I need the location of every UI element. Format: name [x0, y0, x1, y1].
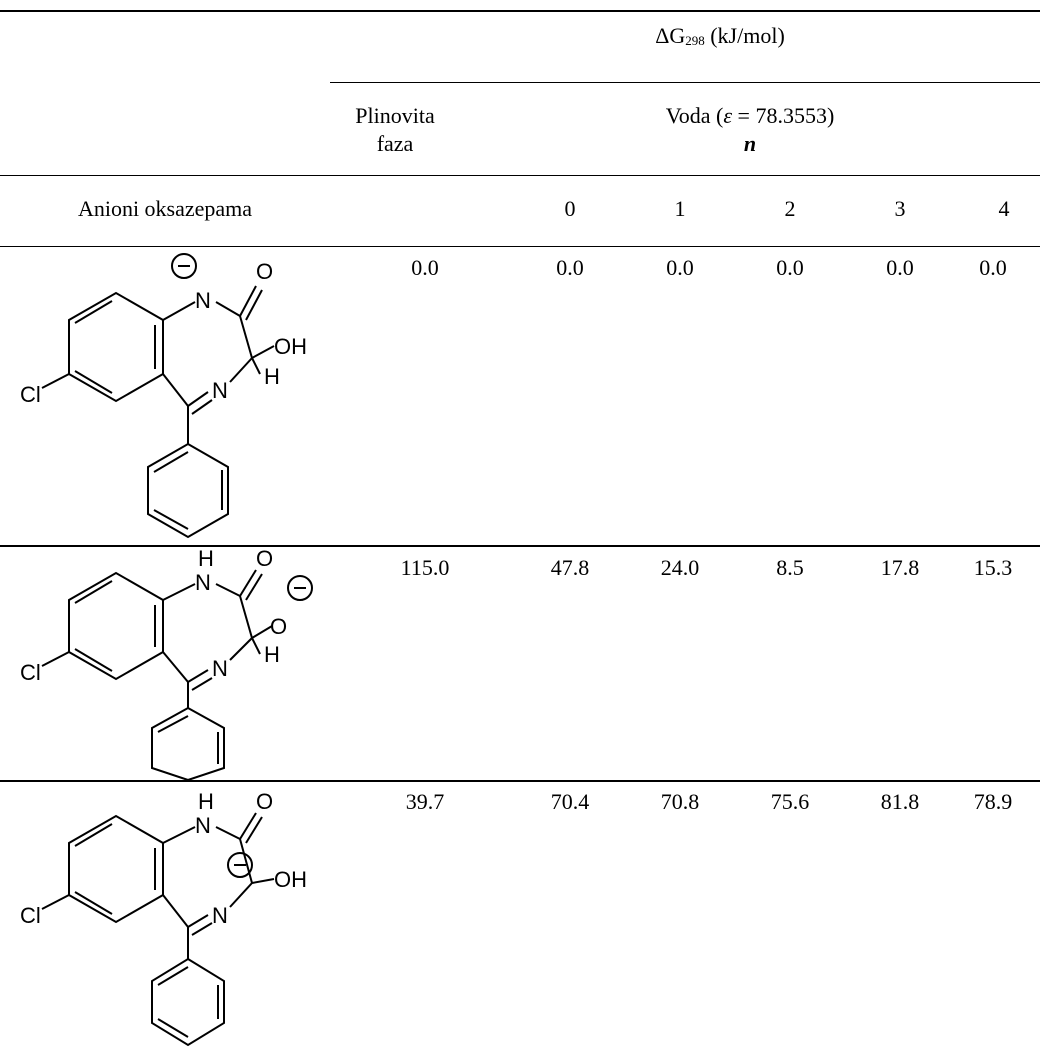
atom-label: N	[195, 288, 211, 313]
gas-phase-header: Plinovita faza	[355, 103, 435, 156]
atom-label: N	[212, 378, 228, 403]
rule-row-2	[0, 780, 1040, 782]
row1-gas: 0.0	[411, 255, 439, 280]
rule-under-n	[0, 246, 1040, 247]
atom-label: N	[212, 903, 228, 928]
atom-label: OH	[274, 867, 307, 892]
row1-n2: 0.0	[776, 255, 804, 280]
n-value-2: 2	[784, 196, 796, 221]
atom-label: N	[195, 813, 211, 838]
atom-label: O	[256, 259, 273, 284]
row3-n1: 70.8	[660, 789, 700, 814]
row3-n0: 70.4	[550, 789, 590, 814]
atom-label: Cl	[20, 903, 41, 928]
column-title: Anioni oksazepama	[77, 196, 253, 221]
row1-n4: 0.0	[979, 255, 1007, 280]
atom-label: H	[198, 789, 214, 814]
row3-n3: 81.8	[880, 789, 920, 814]
water-header: Voda (ε = 78.3553) n	[665, 103, 835, 156]
row2-n2: 8.5	[776, 555, 804, 580]
atom-label: OH	[274, 334, 307, 359]
atom-label: Cl	[20, 382, 41, 407]
rule-row-1	[0, 545, 1040, 547]
row3-gas: 39.7	[405, 789, 445, 814]
atom-label: H	[198, 548, 214, 571]
atom-label: N	[212, 656, 228, 681]
n-value-4: 4	[998, 196, 1010, 221]
atom-label: O	[256, 789, 273, 814]
rule-under-phase	[0, 175, 1040, 176]
row2-n0: 47.8	[550, 555, 590, 580]
row1-n0: 0.0	[556, 255, 584, 280]
row2-n4: 15.3	[973, 555, 1013, 580]
atom-label: O	[270, 614, 287, 639]
row2-gas: 115.0	[400, 555, 450, 580]
n-value-3: 3	[894, 196, 906, 221]
rule-top	[0, 10, 1040, 12]
rule-under-dg	[330, 82, 1040, 83]
row1-n1: 0.0	[666, 255, 694, 280]
atom-label: O	[256, 548, 273, 571]
atom-label: Cl	[20, 660, 41, 685]
row1-n3: 0.0	[886, 255, 914, 280]
atom-label: H	[264, 364, 280, 389]
row3-n4: 78.9	[973, 789, 1013, 814]
delta-g-header: ΔG298 (kJ/mol)	[655, 23, 785, 48]
row2-n3: 17.8	[880, 555, 920, 580]
molecule-1-structure: N O OH H N Cl −	[20, 253, 307, 539]
n-value-1: 1	[674, 196, 686, 221]
molecule-2-structure: H N O O H N Cl −	[20, 548, 313, 780]
atom-label: N	[195, 570, 211, 595]
n-value-0: 0	[564, 196, 576, 221]
atom-label: H	[264, 642, 280, 667]
row2-n1: 24.0	[660, 555, 700, 580]
molecule-3-structure: H N O OH N Cl −	[20, 789, 307, 1047]
row3-n2: 75.6	[770, 789, 810, 814]
